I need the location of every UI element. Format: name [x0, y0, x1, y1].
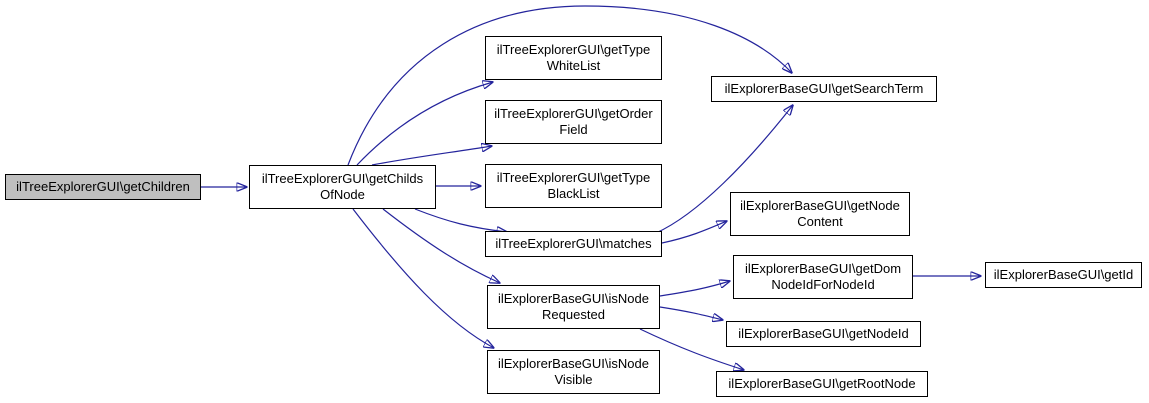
edge-getChildsOfNode-getOrderField: [371, 146, 492, 166]
node-label-line2: OfNode: [320, 187, 365, 202]
node-label-line1: ilExplorerBaseGUI\getSearchTerm: [724, 81, 924, 96]
node-label-line1: ilTreeExplorerGUI\getType: [496, 170, 651, 185]
edge-matches-getNodeContent: [661, 221, 727, 244]
node-getNodeId[interactable]: ilExplorerBaseGUI\getNodeId: [726, 321, 921, 347]
edge-getChildsOfNode-isNodeVisible: [352, 208, 494, 348]
node-getOrderField[interactable]: ilTreeExplorerGUI\getOrder Field: [485, 100, 662, 144]
edge-getChildsOfNode-getSearchTerm: [347, 5, 792, 166]
node-getDomNodeIdForNodeId[interactable]: ilExplorerBaseGUI\getDom NodeIdForNodeId: [733, 255, 913, 299]
node-label-line1: ilTreeExplorerGUI\matches: [495, 236, 652, 251]
node-getChildsOfNode[interactable]: ilTreeExplorerGUI\getChilds OfNode: [249, 165, 436, 209]
node-label-line1: ilExplorerBaseGUI\getId: [993, 267, 1134, 282]
node-isNodeRequested[interactable]: ilExplorerBaseGUI\isNode Requested: [487, 285, 660, 329]
edge-getChildsOfNode-getTypeWhiteList: [356, 82, 493, 166]
node-label-line2: BlackList: [547, 186, 600, 201]
edge-getChildsOfNode-matches: [414, 208, 507, 232]
node-label-line1: ilTreeExplorerGUI\getOrder: [494, 106, 653, 121]
node-label-line1: ilExplorerBaseGUI\getNode: [740, 198, 900, 213]
node-isNodeVisible[interactable]: ilExplorerBaseGUI\isNode Visible: [487, 350, 660, 394]
node-getNodeContent[interactable]: ilExplorerBaseGUI\getNode Content: [730, 192, 910, 236]
edge-isNodeRequested-getRootNode: [639, 328, 744, 370]
node-label-line1: ilTreeExplorerGUI\getChildren: [16, 179, 190, 194]
node-getSearchTerm[interactable]: ilExplorerBaseGUI\getSearchTerm: [711, 76, 937, 102]
node-getId[interactable]: ilExplorerBaseGUI\getId: [985, 262, 1142, 288]
edge-getChildsOfNode-isNodeRequested: [382, 208, 500, 283]
node-label-line2: Requested: [542, 307, 605, 322]
node-label-line1: ilTreeExplorerGUI\getChilds: [261, 171, 424, 186]
node-getTypeWhiteList[interactable]: ilTreeExplorerGUI\getType WhiteList: [485, 36, 662, 80]
node-label-line1: ilExplorerBaseGUI\getRootNode: [728, 376, 916, 391]
edge-matches-getSearchTerm: [655, 105, 793, 234]
node-matches[interactable]: ilTreeExplorerGUI\matches: [485, 231, 662, 257]
node-label-line1: ilExplorerBaseGUI\isNode: [497, 356, 649, 371]
node-getTypeBlackList[interactable]: ilTreeExplorerGUI\getType BlackList: [485, 164, 662, 208]
node-label-line1: ilExplorerBaseGUI\getDom: [744, 261, 902, 276]
node-label-line1: ilExplorerBaseGUI\isNode: [497, 291, 649, 306]
node-label-line1: ilExplorerBaseGUI\getNodeId: [738, 326, 909, 341]
node-label-line2: WhiteList: [546, 58, 601, 73]
node-label-line2: Visible: [554, 372, 593, 387]
node-label-line2: NodeIdForNodeId: [771, 277, 875, 292]
node-label-line1: ilTreeExplorerGUI\getType: [496, 42, 651, 57]
node-label-line2: Field: [559, 122, 588, 137]
edge-isNodeRequested-getNodeId: [659, 306, 723, 320]
edge-isNodeRequested-getDomNodeIdForNodeId: [659, 281, 730, 297]
node-label-line2: Content: [797, 214, 843, 229]
node-getRootNode[interactable]: ilExplorerBaseGUI\getRootNode: [716, 371, 928, 397]
node-getChildren: ilTreeExplorerGUI\getChildren: [5, 174, 201, 200]
